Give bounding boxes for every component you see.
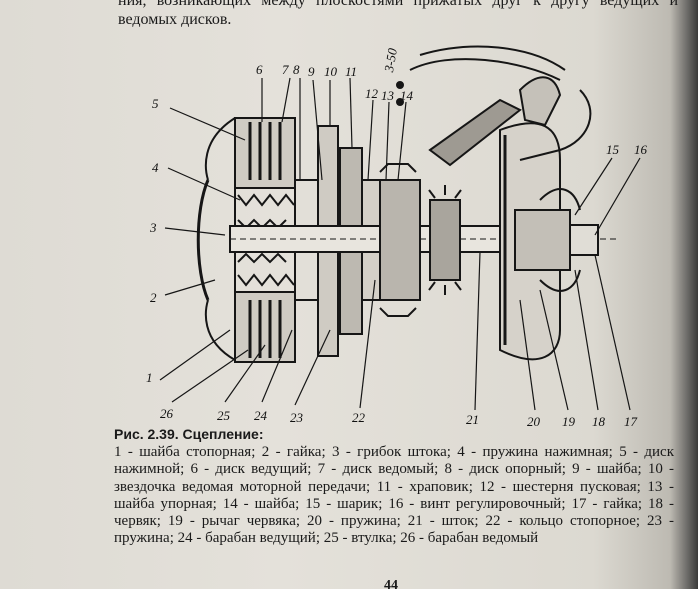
label-21: 21	[466, 412, 479, 427]
label-5: 5	[152, 96, 159, 111]
label-8: 8	[293, 62, 300, 77]
label-2: 2	[150, 290, 157, 305]
label-7: 7	[282, 62, 289, 77]
page-top-text: ния, возникающих между плоскостями прижа…	[118, 0, 678, 28]
label-19: 19	[562, 414, 576, 429]
label-13: 13	[381, 88, 395, 103]
label-1: 1	[146, 370, 153, 385]
caption-legend: 1 - шайба стопорная; 2 - гайка; 3 - гриб…	[114, 444, 674, 547]
label-26: 26	[160, 406, 174, 421]
label-cable: 3-50	[381, 47, 400, 75]
label-4: 4	[152, 160, 159, 175]
label-6: 6	[256, 62, 263, 77]
label-11: 11	[345, 64, 357, 79]
label-20: 20	[527, 414, 541, 429]
label-12: 12	[365, 86, 379, 101]
label-18: 18	[592, 414, 606, 429]
clutch-diagram: 5 4 3 2 1 26 25 24 23 22 21 20 19 18 17 …	[146, 45, 648, 429]
label-23: 23	[290, 410, 304, 425]
caption-heading: Рис. 2.39. Сцепление:	[114, 426, 264, 442]
label-24: 24	[254, 408, 268, 423]
label-3: 3	[149, 220, 157, 235]
label-25: 25	[217, 408, 231, 423]
label-15: 15	[606, 142, 620, 157]
label-16: 16	[634, 142, 648, 157]
page-number: 44	[384, 578, 398, 589]
label-22: 22	[352, 410, 366, 425]
label-9: 9	[308, 64, 315, 79]
label-10: 10	[324, 64, 338, 79]
label-14: 14	[400, 88, 414, 103]
label-17: 17	[624, 414, 638, 429]
figure-caption: Рис. 2.39. Сцепление: 1 - шайба стопорна…	[114, 426, 674, 547]
